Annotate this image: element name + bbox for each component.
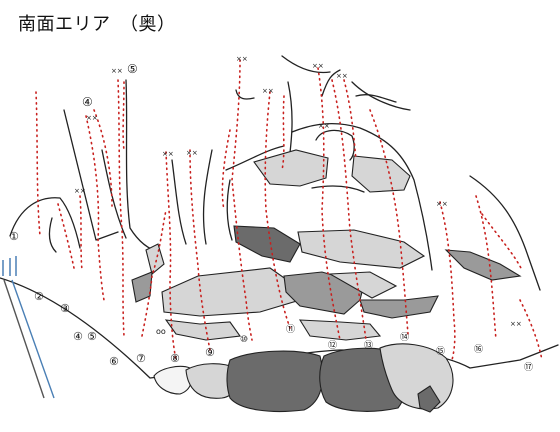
route-label: ⑩: [240, 335, 248, 345]
route-label: ⑭: [400, 332, 409, 343]
bolt-mark: ××: [336, 72, 348, 80]
route-label: ④: [82, 95, 93, 109]
route-label: ⑪: [286, 324, 295, 335]
bolt-mark: ××: [111, 67, 123, 75]
wall-boulders: [131, 149, 522, 341]
route-label: ②: [34, 290, 44, 303]
bolt-mark: ××: [312, 62, 324, 70]
bolt-mark: ××: [186, 149, 198, 157]
route-label: ⑯: [474, 344, 483, 355]
bolt-marks: ×× ×× ×× ×× ×× ×× ×× ×× ×× ×× ×× ××: [74, 55, 522, 328]
route-label: ⑰: [524, 362, 533, 373]
route-label: ①: [9, 230, 19, 243]
route-numbers: ① ② ③ ④ ⑤ ④ ⑤ ⑥ ⑦ ⑧ ⑨ ⑩ ⑪ ⑫ ⑬ ⑭ ⑮ ⑯ ⑰: [9, 62, 533, 373]
fixed-ropes: [2, 256, 55, 399]
route-label: ⑮: [436, 346, 445, 357]
bolt-mark: ××: [436, 200, 448, 208]
anchor-mark: oo: [156, 327, 166, 336]
bolt-mark: ××: [86, 114, 98, 122]
route-label: ⑥: [109, 355, 119, 368]
route-label: ③: [60, 302, 70, 315]
bolt-mark: ××: [318, 122, 330, 130]
page-title: 南面エリア （奥）: [18, 14, 176, 35]
bolt-mark: ××: [74, 187, 86, 195]
route-label: ⑫: [328, 340, 337, 351]
bolt-mark: ××: [510, 320, 522, 328]
routes: [35, 59, 543, 361]
ground-boulders: [153, 343, 454, 413]
route-label: ⑨: [205, 346, 215, 359]
route-label: ④: [73, 330, 83, 343]
wall-cracks: [9, 55, 541, 291]
bolt-mark: ××: [162, 150, 174, 158]
route-label: ⑬: [364, 340, 373, 351]
bolt-mark: ××: [236, 55, 248, 63]
route-label: ⑤: [87, 330, 97, 343]
route-label: ⑦: [136, 352, 146, 365]
route-label: ⑧: [170, 352, 180, 365]
bolt-mark: ××: [262, 87, 274, 95]
route-label: ⑤: [127, 62, 138, 76]
